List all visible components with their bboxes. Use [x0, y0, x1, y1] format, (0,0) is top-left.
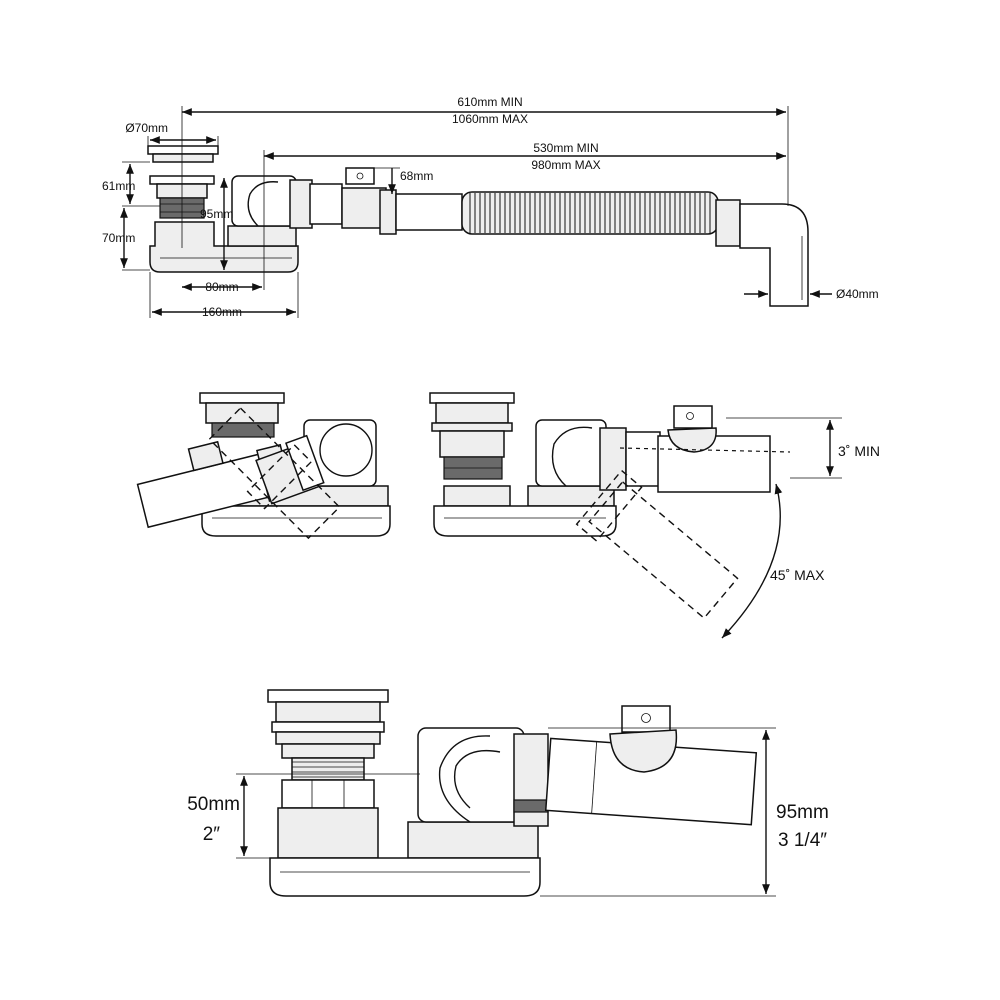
hex-nut: [281, 779, 375, 809]
thread-imperial-label: 2″: [203, 824, 221, 845]
hose-min-label: 530mm MIN: [533, 141, 598, 155]
alternate-position-outline: [208, 407, 341, 540]
trap-base: [433, 505, 617, 537]
plug-cap: [147, 145, 219, 155]
trap-outlet-nut: [289, 179, 313, 229]
outlet-diameter-label: Ø40mm: [836, 287, 879, 301]
overflow-connector: [341, 187, 387, 229]
base-height-label: 70mm: [102, 231, 135, 245]
thread-metric-label: 50mm: [187, 794, 240, 815]
detail-view: 50mm 2″ 95mm 3 1/4″: [187, 689, 829, 897]
center-distance-label: 80mm: [205, 280, 238, 294]
trap-base: [269, 857, 541, 897]
inlet-height-label: 68mm: [400, 169, 433, 183]
trap-body: [417, 727, 525, 823]
pipe-section: [395, 193, 463, 231]
overall-min-label: 610mm MIN: [457, 95, 522, 109]
overflow-inlet: [345, 167, 375, 185]
hose-end-nut: [715, 199, 741, 247]
rotation-view-left: [136, 392, 391, 540]
max-angle-arc: [721, 483, 783, 639]
hose-max-label: 980mm MAX: [531, 158, 600, 172]
min-angle-label: 3˚ MIN: [838, 443, 880, 459]
waste-diameter-label: Ø70mm: [125, 121, 168, 135]
max-angle-label: 45˚ MAX: [770, 567, 825, 583]
body-height-label: 61mm: [102, 179, 135, 193]
overall-max-label: 1060mm MAX: [452, 112, 528, 126]
top-assembly-view: 610mm MIN 1060mm MAX 530mm MIN 980mm MAX…: [102, 95, 879, 319]
trap-height-label: 95mm: [200, 207, 233, 221]
height-imperial-label: 3 1/4″: [778, 830, 827, 851]
width-label: 160mm: [202, 305, 242, 319]
plug-cap: [429, 392, 515, 404]
plug-cap: [199, 392, 285, 404]
rotation-view-right: 3˚ MIN 45˚ MAX: [429, 392, 880, 639]
height-metric-label: 95mm: [776, 802, 829, 823]
alternate-position-outline: [575, 469, 739, 620]
trap-base: [201, 505, 391, 537]
outlet-elbow: [739, 203, 809, 307]
plug-cap: [267, 689, 389, 703]
flexible-hose: [461, 191, 719, 235]
